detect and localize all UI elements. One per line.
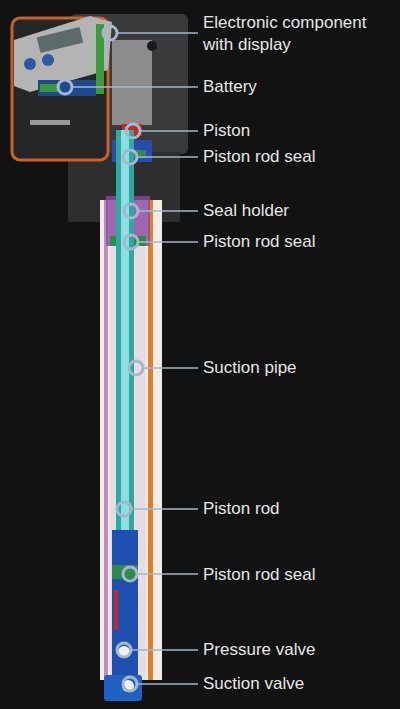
- part-label: Electronic component with display: [203, 12, 395, 56]
- leader-circle: [117, 502, 131, 516]
- leader-circle: [103, 26, 117, 40]
- leader-circle: [117, 643, 131, 657]
- leader-line: [143, 367, 198, 369]
- piston-rod-shape: [121, 130, 129, 550]
- leader-circle: [123, 567, 137, 581]
- leader-lines: [72, 33, 198, 684]
- suction-pipe-shape: [116, 130, 134, 550]
- leader-circle: [123, 150, 137, 164]
- battery-shape: [38, 80, 96, 96]
- part-label: Battery: [203, 76, 393, 98]
- part-label: Piston rod seal: [203, 564, 393, 586]
- button: [42, 54, 54, 66]
- leader-circle: [129, 361, 143, 375]
- leader-circle: [126, 124, 140, 138]
- valve-body: [104, 675, 142, 701]
- part-label: Suction valve: [203, 673, 393, 695]
- leader-circle: [124, 204, 138, 218]
- part-label: Seal holder: [203, 200, 393, 222]
- leader-line: [137, 573, 198, 575]
- leader-line: [137, 156, 198, 158]
- display-screen: [37, 27, 84, 53]
- part-label: Piston: [203, 120, 393, 142]
- tube-stripe: [148, 200, 153, 680]
- leader-circle: [123, 677, 137, 691]
- part-label: Piston rod: [203, 498, 393, 520]
- head-column: [112, 40, 152, 125]
- leader-line: [138, 210, 198, 212]
- tube-stripe: [104, 200, 108, 680]
- part-label: Pressure valve: [203, 639, 393, 661]
- leader-line: [137, 683, 198, 685]
- leader-line: [138, 241, 198, 243]
- screw: [30, 120, 70, 125]
- rod-detail: [114, 590, 118, 630]
- hole: [147, 41, 157, 51]
- leader-line: [117, 32, 198, 34]
- leader-line: [140, 130, 198, 132]
- leader-circles: [58, 26, 143, 691]
- leader-line: [72, 86, 198, 88]
- lower-rod: [112, 530, 138, 680]
- part-label: Piston rod seal: [203, 231, 393, 253]
- part-label: Piston rod seal: [203, 146, 393, 168]
- button: [24, 58, 36, 70]
- part-label: Suction pipe: [203, 357, 393, 379]
- leader-circle: [58, 80, 72, 94]
- leader-line: [131, 508, 198, 510]
- leader-circle: [124, 235, 138, 249]
- leader-line: [131, 649, 198, 651]
